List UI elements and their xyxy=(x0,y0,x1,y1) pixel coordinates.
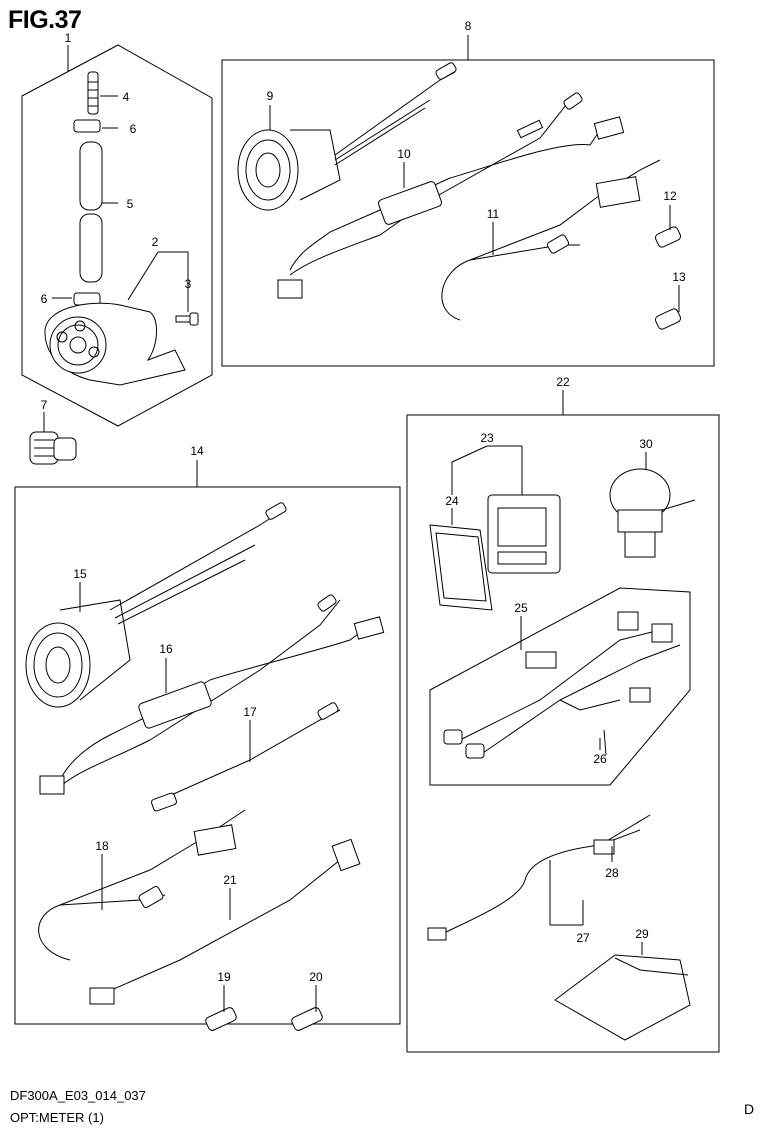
callout-9: 9 xyxy=(267,89,274,103)
diagram-code: DF300A_E03_014_037 xyxy=(10,1088,146,1103)
callout-11: 11 xyxy=(487,207,500,221)
callout-21: 21 xyxy=(223,873,237,887)
callout-27: 27 xyxy=(576,931,590,945)
callout-labels: 1 2 3 4 5 6 6 7 8 9 10 11 12 13 14 15 16… xyxy=(41,19,686,984)
group-8-outline xyxy=(221,35,715,367)
callout-6-bottom: 6 xyxy=(41,292,48,306)
callout-2: 2 xyxy=(152,235,159,249)
callout-26: 26 xyxy=(593,752,607,766)
callout-20: 20 xyxy=(309,970,323,984)
leader-lines xyxy=(43,95,680,1012)
callout-19: 19 xyxy=(217,970,231,984)
callout-6-top: 6 xyxy=(130,122,137,136)
group-22-outline xyxy=(406,390,720,1053)
callout-13: 13 xyxy=(672,270,686,284)
callout-28: 28 xyxy=(605,866,619,880)
callout-15: 15 xyxy=(73,567,87,581)
callout-8: 8 xyxy=(465,19,472,33)
callout-23: 23 xyxy=(480,431,494,445)
callout-30: 30 xyxy=(639,437,653,451)
meter-15-assembly xyxy=(25,502,385,1031)
diagram-name: OPT:METER (1) xyxy=(10,1110,104,1125)
callout-3: 3 xyxy=(185,277,192,291)
callout-7: 7 xyxy=(41,398,48,412)
callout-18: 18 xyxy=(95,839,109,853)
callout-29: 29 xyxy=(635,927,649,941)
callout-12: 12 xyxy=(663,189,677,203)
callout-1: 1 xyxy=(65,31,72,45)
callout-16: 16 xyxy=(159,642,173,656)
callout-17: 17 xyxy=(243,705,257,719)
group-14-outline xyxy=(14,460,401,1025)
callout-5: 5 xyxy=(127,197,134,211)
callout-4: 4 xyxy=(123,90,130,104)
meter-bracket-assembly xyxy=(44,71,199,386)
callout-24: 24 xyxy=(445,494,459,508)
meter-9-assembly xyxy=(237,62,682,330)
plug-item-7 xyxy=(29,431,77,465)
callout-14: 14 xyxy=(190,444,204,458)
callout-10: 10 xyxy=(397,147,411,161)
group-1-outline xyxy=(21,44,213,427)
callout-22: 22 xyxy=(556,375,570,389)
display-23-assembly xyxy=(427,468,696,1041)
callout-25: 25 xyxy=(514,601,528,615)
revision-letter: D xyxy=(744,1101,755,1117)
figure-title: FIG.37 xyxy=(8,6,82,34)
